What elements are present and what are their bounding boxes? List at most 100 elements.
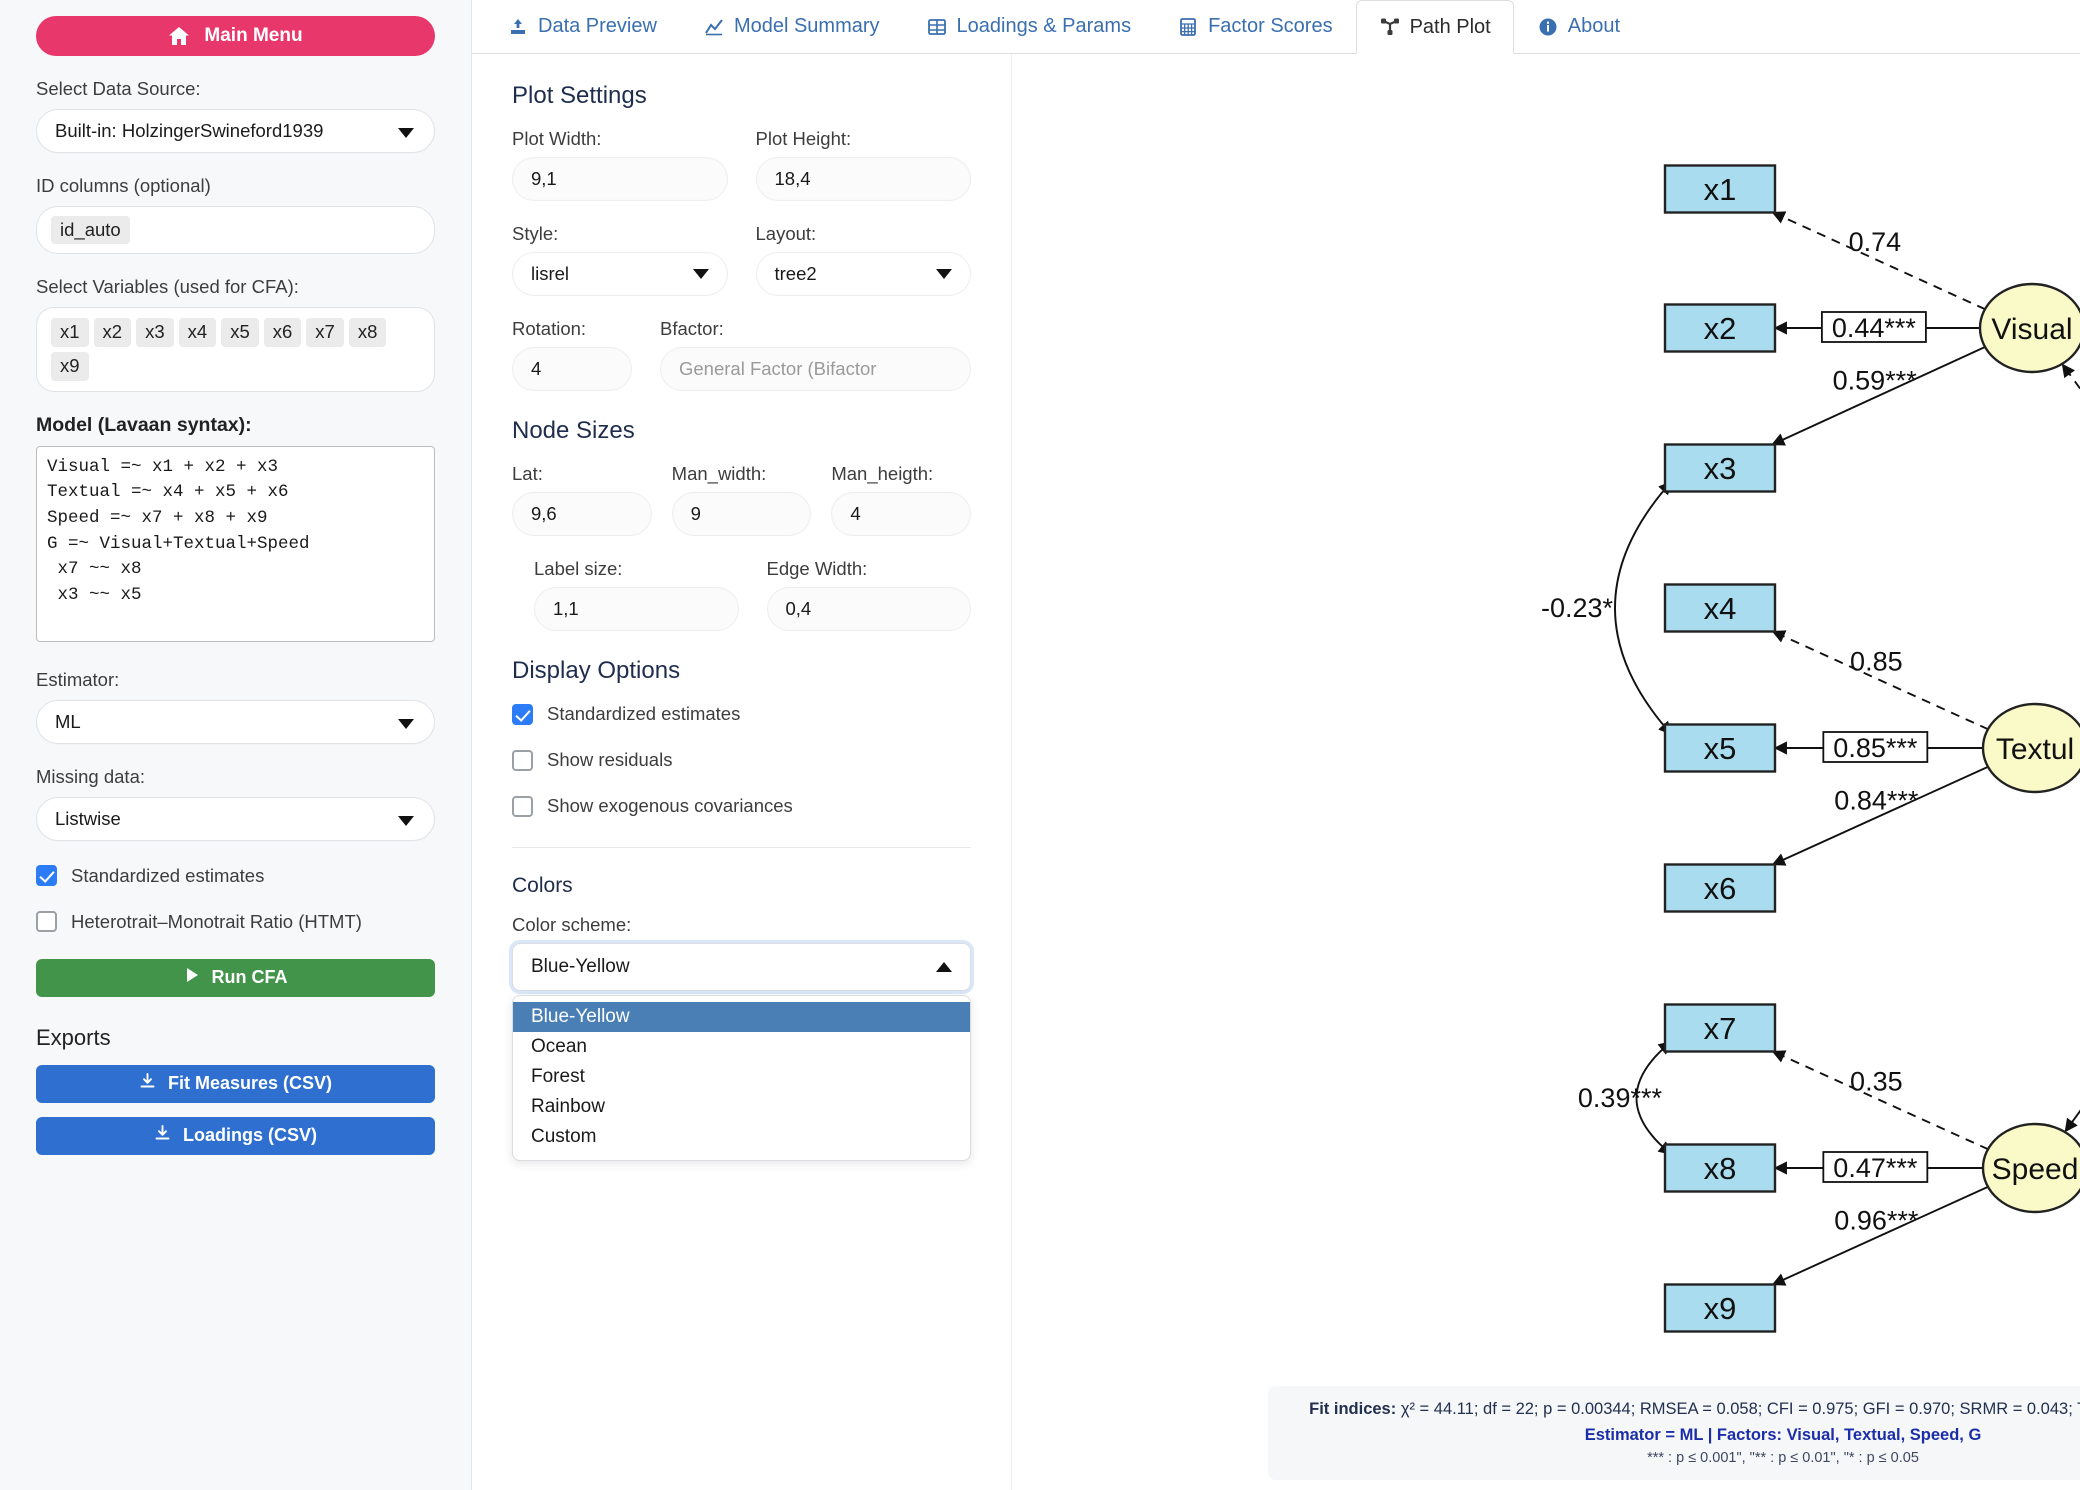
lat-input[interactable]: 9,6 xyxy=(512,492,652,536)
sidebar: Main Menu Select Data Source: Built-in: … xyxy=(0,0,472,1490)
variable-chip[interactable]: x7 xyxy=(306,318,344,347)
manifest-node[interactable]: x9 xyxy=(1663,1283,1777,1333)
id-chip[interactable]: id_auto xyxy=(51,215,130,245)
color-scheme-select[interactable]: Blue-Yellow xyxy=(512,943,971,991)
node-label: x9 xyxy=(1704,1291,1737,1326)
rotation-input[interactable]: 4 xyxy=(512,347,632,391)
opt-exogenous-row[interactable]: Show exogenous covariances xyxy=(512,795,971,817)
manifest-node[interactable]: x5 xyxy=(1663,723,1777,773)
layout-select[interactable]: tree2 xyxy=(755,252,971,296)
edge-label: 0.44*** xyxy=(1832,313,1917,343)
manifest-node[interactable]: x1 xyxy=(1663,164,1777,214)
opt-standardized-row[interactable]: Standardized estimates xyxy=(512,703,971,725)
tab-data-preview[interactable]: Data Preview xyxy=(484,0,680,53)
manifest-node[interactable]: x7 xyxy=(1663,1003,1777,1053)
variables-input[interactable]: x1 x2 x3 x4 x5 x6 x7 x8 x9 xyxy=(36,307,435,392)
latent-node[interactable]: Textul xyxy=(1981,702,2080,794)
model-syntax-label: Model (Lavaan syntax): xyxy=(36,413,252,436)
show-residuals-checkbox[interactable] xyxy=(512,749,533,771)
plot-width-input[interactable]: 9,1 xyxy=(512,157,728,201)
node-label: x3 xyxy=(1704,451,1737,486)
tab-factor-scores[interactable]: Factor Scores xyxy=(1154,0,1355,53)
data-source-select[interactable]: Built-in: HolzingerSwineford1939 xyxy=(36,109,435,153)
edge-label: 0.35 xyxy=(1850,1066,1903,1096)
htmt-row[interactable]: Heterotrait–Monotrait Ratio (HTMT) xyxy=(36,911,435,933)
export-loadings-button[interactable]: Loadings (CSV) xyxy=(36,1116,435,1155)
bfactor-input[interactable]: General Factor (Bifactor xyxy=(660,347,971,391)
opt-residuals-row[interactable]: Show residuals xyxy=(512,749,971,771)
estimator-value: ML xyxy=(55,710,81,732)
variable-chip[interactable]: x4 xyxy=(178,318,217,347)
node-label: x6 xyxy=(1704,871,1737,906)
tab-about[interactable]: About xyxy=(1514,0,1643,53)
color-scheme-option-rainbow[interactable]: Rainbow xyxy=(531,1096,605,1117)
missing-data-value: Listwise xyxy=(55,807,121,829)
color-scheme-option-forest[interactable]: Forest xyxy=(531,1066,585,1087)
manifest-node[interactable]: x3 xyxy=(1663,443,1777,493)
tab-path-plot[interactable]: Path Plot xyxy=(1355,0,1514,54)
htmt-checkbox[interactable] xyxy=(36,911,57,933)
edge-label: 0.74 xyxy=(1849,227,1902,257)
variable-chip[interactable]: x8 xyxy=(348,318,387,347)
plot-settings-heading: Plot Settings xyxy=(512,82,647,109)
edge-width-input[interactable]: 0,4 xyxy=(766,587,971,631)
variable-chip[interactable]: x1 xyxy=(51,318,89,347)
tab-label: About xyxy=(1567,15,1621,37)
style-label: Style: xyxy=(512,223,559,244)
node-label: x5 xyxy=(1704,731,1737,766)
tab-loadings-params[interactable]: Loadings & Params xyxy=(903,0,1155,53)
opt-standardized-label: Standardized estimates xyxy=(547,703,741,724)
color-scheme-value: Blue-Yellow xyxy=(531,956,630,977)
variable-chip[interactable]: x9 xyxy=(51,351,89,381)
manifest-node[interactable]: x2 xyxy=(1663,303,1777,353)
tab-label: Path Plot xyxy=(1409,15,1491,38)
show-exogenous-covariances-checkbox[interactable] xyxy=(512,795,533,817)
run-cfa-button[interactable]: Run CFA xyxy=(36,958,435,997)
standardized-estimates-checkbox[interactable] xyxy=(36,865,57,887)
id-columns-input[interactable]: id_auto xyxy=(36,206,435,254)
plot-height-input[interactable]: 18,4 xyxy=(755,157,971,201)
node-sizes-heading: Node Sizes xyxy=(512,417,635,444)
layout-label: Layout: xyxy=(755,223,817,244)
label-size-input[interactable]: 1,1 xyxy=(534,587,739,631)
plot-settings-panel: Plot Settings Plot Width: 9,1 Plot Heigh… xyxy=(472,54,1012,1490)
node-label: x2 xyxy=(1704,311,1737,346)
fit-indices-label: Fit indices: xyxy=(1309,1399,1397,1418)
fit-indices-text: χ² = 44.11; df = 22; p = 0.00344; RMSEA … xyxy=(1400,1399,2080,1418)
man-width-input[interactable]: 9 xyxy=(671,492,812,536)
edge-label: 0.96*** xyxy=(1834,1206,1919,1236)
estimator-label: Estimator: xyxy=(36,668,120,690)
main-menu-button[interactable]: Main Menu xyxy=(36,16,435,56)
standardized-estimates-row[interactable]: Standardized estimates xyxy=(36,865,435,887)
line-chart-icon xyxy=(703,16,725,38)
chevron-down-icon xyxy=(692,269,709,279)
estimator-select[interactable]: ML xyxy=(36,699,435,744)
missing-data-select[interactable]: Listwise xyxy=(36,796,435,841)
manifest-node[interactable]: x8 xyxy=(1663,1143,1777,1193)
tab-label: Model Summary xyxy=(733,15,880,37)
color-scheme-option-ocean[interactable]: Ocean xyxy=(531,1036,587,1057)
man-height-input[interactable]: 4 xyxy=(831,492,972,536)
manifest-node[interactable]: x6 xyxy=(1663,863,1777,913)
tab-label: Factor Scores xyxy=(1208,15,1333,37)
tab-model-summary[interactable]: Model Summary xyxy=(680,0,903,53)
latent-node[interactable]: Visual xyxy=(1978,282,2080,374)
variable-chip[interactable]: x6 xyxy=(263,318,302,347)
grid-icon xyxy=(1177,16,1199,38)
latent-node[interactable]: Speed xyxy=(1981,1122,2080,1214)
path-diagram[interactable]: x1x2x3x4x5x6x7x8x9VisualTextulSpeedG 0.7… xyxy=(1013,54,2080,1434)
variable-chip[interactable]: x5 xyxy=(221,318,259,347)
export-fit-measures-button[interactable]: Fit Measures (CSV) xyxy=(36,1064,435,1103)
color-scheme-option-blue-yellow[interactable]: Blue-Yellow xyxy=(513,1002,970,1032)
export-loadings-label: Loadings (CSV) xyxy=(183,1125,317,1146)
standardized-estimates-checkbox[interactable] xyxy=(512,703,533,725)
style-select[interactable]: lisrel xyxy=(512,252,728,296)
manifest-node[interactable]: x4 xyxy=(1663,583,1777,633)
model-syntax-textarea[interactable] xyxy=(36,445,435,642)
opt-exogenous-label: Show exogenous covariances xyxy=(547,795,793,816)
color-scheme-option-custom[interactable]: Custom xyxy=(531,1126,597,1147)
variable-chip[interactable]: x3 xyxy=(136,318,174,347)
man-height-label: Man_heigth: xyxy=(831,463,934,484)
variable-chip[interactable]: x2 xyxy=(93,318,132,347)
rotation-label: Rotation: xyxy=(512,318,587,339)
